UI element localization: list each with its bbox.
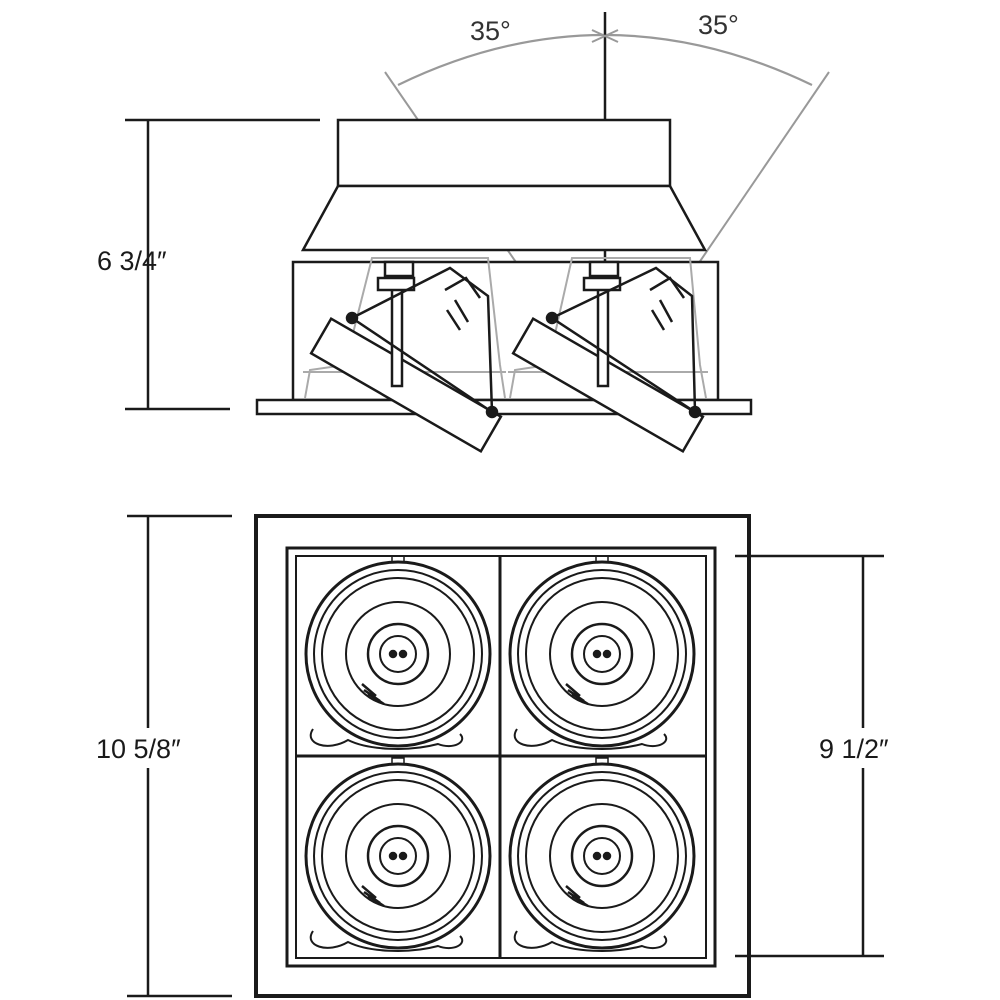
lamp-arm (549, 266, 697, 415)
pivot-dot (345, 311, 359, 325)
tilted-lamp-right (511, 260, 705, 454)
top-view (127, 514, 884, 998)
angle-left-label: 35° (470, 16, 511, 46)
trim-outer (254, 514, 751, 998)
lamp-clip (649, 276, 686, 331)
lamp-head-top-left (304, 555, 492, 750)
lamp-head-bottom-left (304, 757, 492, 952)
lamp-socket-top (383, 260, 415, 278)
lamp-stem (390, 286, 404, 388)
housing-shoulder (300, 184, 708, 252)
lamp-clip (444, 276, 482, 331)
pivot-dot (688, 405, 702, 419)
side-view: 35° 35° (125, 10, 830, 454)
inner-label-backdrop (816, 728, 912, 768)
inner-width-label: 9 1/2″ (819, 734, 889, 764)
pivot-dot (485, 405, 499, 419)
height-dimension (125, 118, 320, 411)
lamp-head-bottom-right (508, 757, 696, 952)
arrow-head-right (602, 29, 619, 43)
lamp-head-top-right (508, 555, 696, 750)
outer-width-label: 10 5/8″ (96, 734, 181, 764)
junction-box (336, 118, 672, 188)
tilted-lamp-left (309, 260, 503, 454)
outer-label-backdrop (92, 728, 204, 768)
angle-right-label: 35° (698, 10, 739, 40)
lamp-body (309, 316, 503, 454)
trim-inner (285, 546, 717, 968)
lamp-socket-top (588, 260, 620, 278)
lamp-stem (596, 286, 610, 388)
lamp-bracket (376, 276, 416, 292)
lamp-arm (349, 266, 494, 415)
height-label: 6 3/4″ (97, 246, 167, 276)
ghost-lamps (303, 257, 708, 399)
pivot-dot (545, 311, 559, 325)
